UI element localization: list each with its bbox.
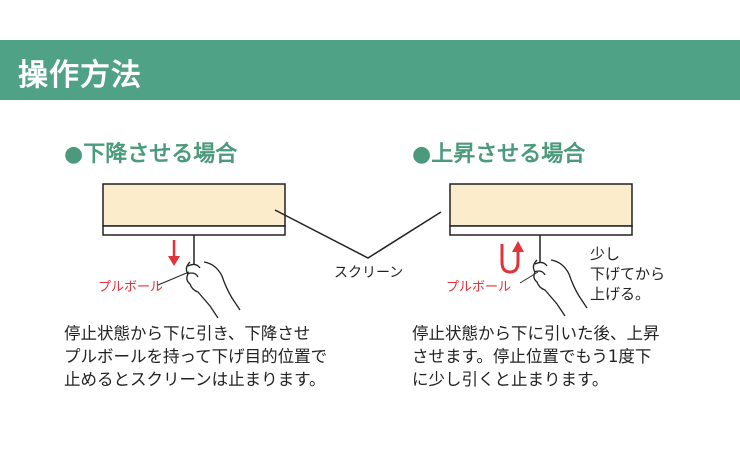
right-screen xyxy=(449,183,633,262)
desc-line: させます。停止位置でもう1度下 xyxy=(412,347,652,366)
desc-line: 停止状態から下に引き、下降させ xyxy=(64,324,311,343)
raise-heading: ●上昇させる場合 xyxy=(412,142,586,167)
header-bar: 操作方法 xyxy=(0,40,740,100)
pull-ball-label: プルボール xyxy=(446,280,512,295)
desc-line: プルボールを持って下げ目的位置で xyxy=(64,347,328,366)
u-turn-arrow-icon xyxy=(500,241,524,274)
screen-leader-line xyxy=(274,209,442,259)
desc-line: 止めるとスクリーンは止まります。 xyxy=(64,370,326,389)
lower-heading: ●下降させる場合 xyxy=(64,142,238,167)
raise-description: 停止状態から下に引いた後、上昇 させます。停止位置でもう1度下 に少し引くと止ま… xyxy=(412,322,660,391)
page-title: 操作方法 xyxy=(18,58,142,93)
down-arrow-icon xyxy=(168,240,180,266)
raise-note: 少し 下げてから 上げる。 xyxy=(590,244,665,304)
screen-label: スクリーン xyxy=(334,265,404,281)
desc-line: に少し引くと止まります。 xyxy=(412,370,609,389)
hand-icon xyxy=(532,259,588,317)
desc-line: 停止状態から下に引いた後、上昇 xyxy=(412,324,660,343)
note-line: 上げる。 xyxy=(590,285,651,303)
left-screen xyxy=(102,183,286,264)
hand-icon xyxy=(185,261,241,319)
pull-ball-label: プルボール xyxy=(98,280,164,295)
note-line: 下げてから xyxy=(590,265,666,283)
note-line: 少し xyxy=(590,245,621,263)
lower-description: 停止状態から下に引き、下降させ プルボールを持って下げ目的位置で 止めるとスクリ… xyxy=(64,322,327,391)
